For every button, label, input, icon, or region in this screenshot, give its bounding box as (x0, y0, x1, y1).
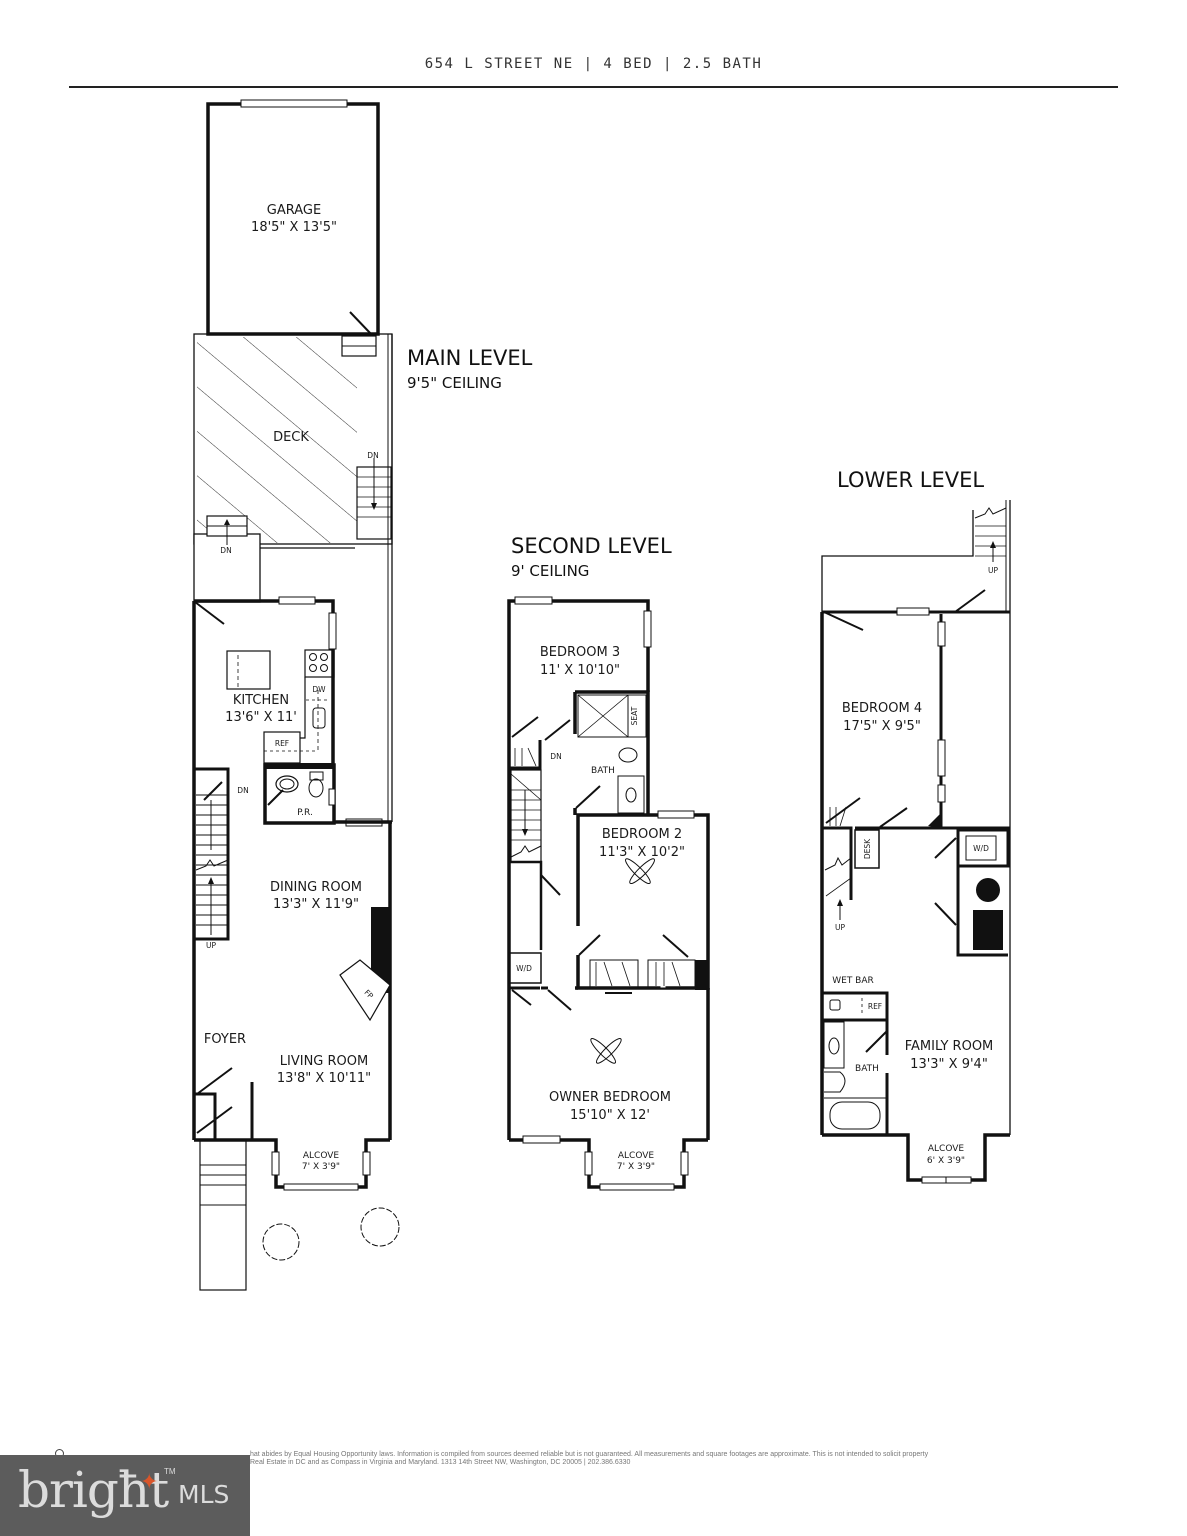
ceiling-fan-icon (590, 1038, 622, 1064)
svg-text:DINING ROOM: DINING ROOM (270, 880, 362, 895)
svg-text:ALCOVE: ALCOVE (618, 1151, 655, 1161)
fireplace-chimney (371, 907, 390, 993)
svg-text:13'8" X 10'11": 13'8" X 10'11" (277, 1071, 371, 1086)
svg-text:9' CEILING: 9' CEILING (511, 562, 589, 580)
svg-text:7' X 3'9": 7' X 3'9" (617, 1162, 655, 1172)
svg-text:UP: UP (835, 923, 845, 932)
svg-text:DN: DN (220, 546, 231, 555)
svg-text:DW: DW (312, 685, 326, 694)
svg-text:ALCOVE: ALCOVE (303, 1151, 340, 1161)
svg-text:LIVING ROOM: LIVING ROOM (280, 1054, 368, 1069)
svg-text:15'10" X 12': 15'10" X 12' (570, 1108, 650, 1123)
svg-text:REF: REF (868, 1002, 882, 1011)
svg-text:W/D: W/D (973, 844, 989, 853)
tree-icon (360, 1207, 400, 1247)
disclaimer-line-1: hat abides by Equal Housing Opportunity … (250, 1451, 929, 1458)
svg-text:ALCOVE: ALCOVE (928, 1144, 965, 1154)
logo-wordmark: brigħt (18, 1461, 169, 1519)
svg-text:WET BAR: WET BAR (832, 976, 874, 986)
svg-text:7' X 3'9": 7' X 3'9" (302, 1162, 340, 1172)
svg-text:SEAT: SEAT (630, 706, 639, 725)
bright-mls-logo: brigħt ✦ TM MLS (0, 1455, 250, 1536)
floor-plan: GARAGE 18'5" X 13'5" DECK KITCHEN 13'6" … (192, 99, 1011, 1291)
svg-text:18'5" X 13'5": 18'5" X 13'5" (251, 220, 337, 235)
deck-hatch (197, 337, 357, 543)
logo-trademark: TM (164, 1467, 176, 1476)
svg-text:BEDROOM 2: BEDROOM 2 (602, 827, 682, 842)
svg-text:6' X 3'9": 6' X 3'9" (927, 1156, 965, 1166)
svg-text:BATH: BATH (591, 766, 615, 776)
main-level-labels: GARAGE 18'5" X 13'5" DECK KITCHEN 13'6" … (204, 203, 533, 1172)
svg-text:BEDROOM 4: BEDROOM 4 (842, 701, 922, 716)
logo-mls: MLS (178, 1480, 230, 1509)
ceiling-fan-icon (625, 858, 655, 884)
header-divider (69, 86, 1118, 88)
svg-text:FAMILY ROOM: FAMILY ROOM (905, 1039, 994, 1054)
svg-text:LOWER LEVEL: LOWER LEVEL (837, 468, 984, 492)
svg-text:DECK: DECK (273, 430, 309, 445)
svg-text:SECOND LEVEL: SECOND LEVEL (511, 534, 672, 558)
lower-level (820, 500, 1011, 1184)
svg-text:17'5" X 9'5": 17'5" X 9'5" (843, 719, 921, 734)
logo-star-icon: ✦ (140, 1469, 159, 1494)
svg-text:11'3" X 10'2": 11'3" X 10'2" (599, 845, 685, 860)
svg-text:DN: DN (550, 752, 561, 761)
garage-walls (206, 102, 380, 336)
tree-icon (262, 1223, 300, 1261)
svg-text:BEDROOM 3: BEDROOM 3 (540, 645, 620, 660)
svg-text:DN: DN (237, 786, 248, 795)
footer-disclaimer: hat abides by Equal Housing Opportunity … (250, 1451, 1130, 1467)
second-level (507, 596, 710, 1191)
svg-text:W/D: W/D (516, 964, 532, 973)
svg-text:MAIN LEVEL: MAIN LEVEL (407, 346, 533, 370)
svg-text:13'6" X 11': 13'6" X 11' (225, 710, 297, 725)
second-level-labels: SECOND LEVEL 9' CEILING BEDROOM 3 11' X … (511, 534, 685, 1172)
listing-header: 654 L STREET NE | 4 BED | 2.5 BATH (424, 56, 763, 72)
svg-text:9'5" CEILING: 9'5" CEILING (407, 374, 502, 392)
svg-text:13'3" X 9'4": 13'3" X 9'4" (910, 1057, 988, 1072)
svg-text:BATH: BATH (855, 1064, 879, 1074)
svg-text:11' X 10'10": 11' X 10'10" (540, 663, 620, 678)
svg-text:UP: UP (988, 566, 998, 575)
svg-text:GARAGE: GARAGE (267, 203, 321, 218)
svg-text:FOYER: FOYER (204, 1032, 246, 1047)
lower-level-labels: LOWER LEVEL BEDROOM 4 17'5" X 9'5" WET B… (832, 468, 998, 1166)
svg-text:P.R.: P.R. (297, 808, 313, 818)
svg-text:13'3" X 11'9": 13'3" X 11'9" (273, 897, 359, 912)
svg-text:DN: DN (367, 451, 378, 460)
main-level (192, 99, 400, 1291)
disclaimer-line-2: Real Estate in DC and as Compass in Virg… (250, 1459, 631, 1466)
garage-window (240, 99, 348, 108)
svg-text:UP: UP (206, 941, 216, 950)
svg-text:OWNER BEDROOM: OWNER BEDROOM (549, 1090, 671, 1105)
svg-text:REF: REF (275, 739, 289, 748)
svg-text:KITCHEN: KITCHEN (233, 693, 289, 708)
svg-text:DESK: DESK (863, 838, 872, 859)
